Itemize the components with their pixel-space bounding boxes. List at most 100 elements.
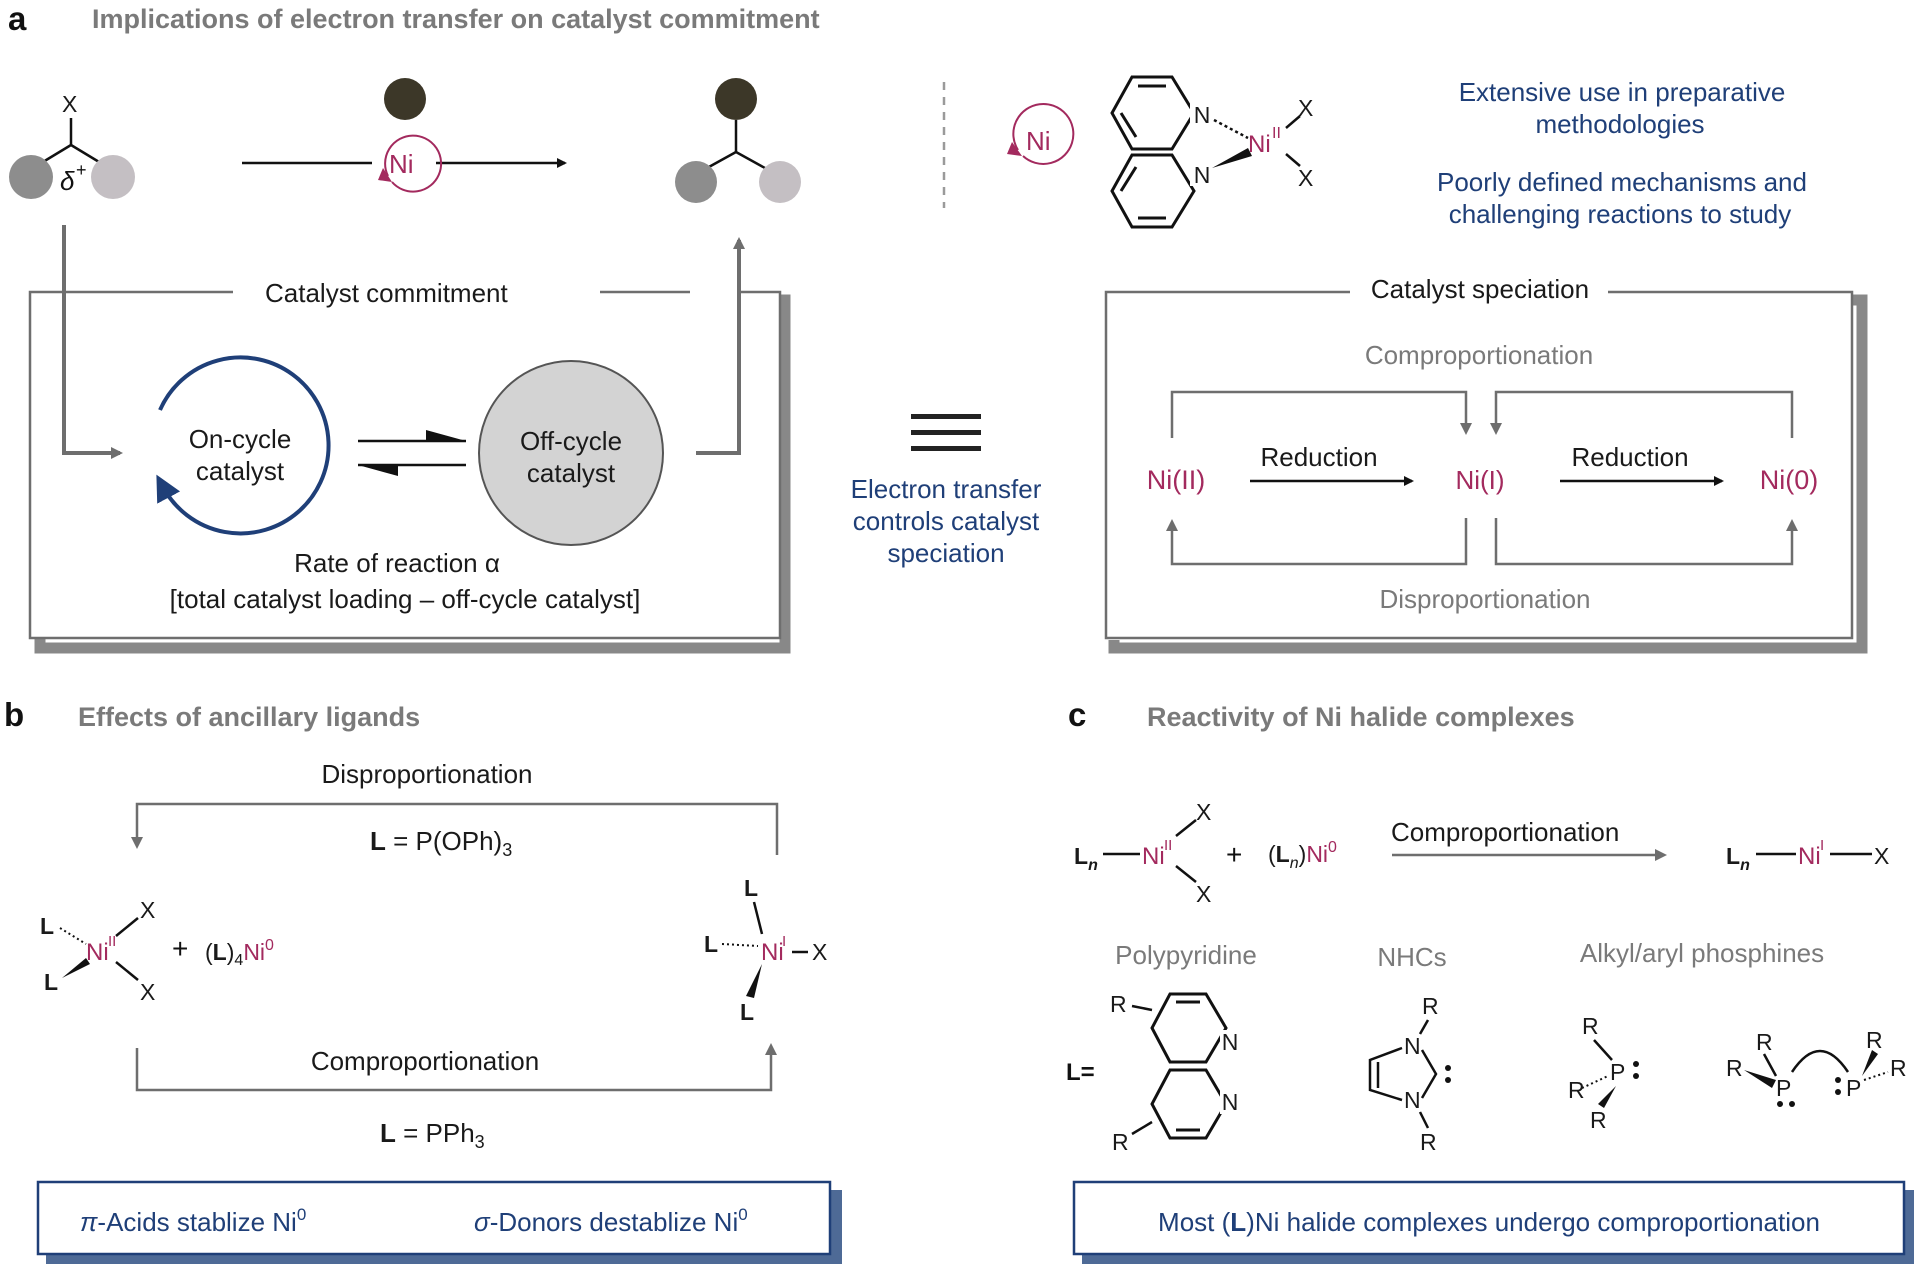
panel-b-title: Effects of ancillary ligands — [78, 702, 420, 732]
equivalence-symbol — [911, 414, 981, 451]
ln-ni0-label: (Ln)Ni0 — [1268, 839, 1337, 872]
complex-ni-label: Ni — [1248, 131, 1271, 158]
n-label: N — [1404, 1033, 1421, 1059]
panel-c: c Reactivity of Ni halide complexes Ln N… — [1066, 696, 1914, 1264]
flow-arrow-out — [696, 237, 745, 455]
l-label: L — [40, 913, 54, 939]
ni-redox-icon: Ni — [1007, 102, 1075, 165]
panel-c-title: Reactivity of Ni halide complexes — [1147, 702, 1575, 732]
comproportionation-summary: Most (L)Ni halide complexes undergo comp… — [1158, 1207, 1820, 1237]
x-label: X — [140, 897, 155, 923]
ligand-top-line: L = P(OPh)3 — [370, 826, 512, 860]
on-cycle-catalyst: On-cycle catalyst — [156, 355, 331, 536]
ni-label: Ni — [1798, 843, 1821, 870]
l-label: L — [44, 969, 58, 995]
pi-acids-text: π-Acids stablize Ni0 — [80, 1205, 306, 1237]
r-label: R — [1420, 1129, 1437, 1155]
comproportionation-arrow — [135, 1043, 777, 1092]
rate-line-1: Rate of reaction α — [294, 548, 500, 578]
monophosphine-ligand: R P R R — [1568, 1013, 1639, 1133]
complex-n-top: N — [1194, 102, 1211, 128]
complex-x-bottom: X — [1298, 165, 1313, 191]
ni-label: Ni — [86, 939, 109, 966]
p-label: P — [1610, 1059, 1625, 1085]
n-label: N — [1404, 1087, 1421, 1113]
complex-x-top: X — [1298, 95, 1313, 121]
r-label: R — [1110, 991, 1127, 1017]
polypyridine-label: Polypyridine — [1115, 940, 1257, 970]
on-cycle-label-2: catalyst — [196, 456, 285, 486]
sigma-donors-text: σ-Donors destablize Ni0 — [474, 1205, 748, 1237]
speciation-title: Catalyst speciation — [1371, 274, 1589, 304]
r-label: R — [1582, 1013, 1599, 1039]
nickel-ii-complex: L L Ni II X X — [40, 897, 155, 1005]
comproportionation-label: Comproportionation — [1365, 340, 1593, 370]
ni-i-halide-product: Ln Ni I X — [1726, 837, 1889, 874]
r-label: R — [1726, 1055, 1743, 1081]
info-2b: challenging reactions to study — [1449, 199, 1792, 229]
panel-a-letter: a — [8, 0, 27, 37]
panel-b-letter: b — [4, 696, 24, 733]
delta-label: δ — [60, 166, 75, 196]
info-2a: Poorly defined mechanisms and — [1437, 167, 1807, 197]
r-label: R — [1112, 1129, 1129, 1155]
r-label: R — [1590, 1107, 1607, 1133]
ni0-label: Ni(0) — [1760, 465, 1819, 495]
ni2-label: Ni(II) — [1147, 465, 1205, 495]
ln-label: Ln — [1726, 843, 1750, 874]
et-line-1: Electron transfer — [851, 474, 1042, 504]
bipy-nickel-complex: N N Ni II X X — [1110, 75, 1313, 229]
ni1-label: Ni(I) — [1455, 465, 1504, 495]
panel-c-summary-box: Most (L)Ni halide complexes undergo comp… — [1072, 1180, 1914, 1264]
ni-ii-halide-reactant: Ln Ni II X X — [1074, 799, 1211, 907]
panel-b-summary-box: π-Acids stablize Ni0 σ-Donors destablize… — [36, 1180, 842, 1264]
r-label: R — [1890, 1055, 1907, 1081]
nickel-i-complex: L L Ni I X L — [704, 875, 827, 1025]
l-label: L — [704, 931, 718, 957]
plus-sign: + — [172, 933, 188, 964]
panel-a-title: Implications of electron transfer on cat… — [92, 4, 820, 34]
catalyst-speciation-box: Catalyst speciation Comproportionation D… — [1104, 274, 1868, 654]
disproportionation-arrow — [131, 802, 779, 855]
delta-charge: + — [76, 160, 87, 180]
ni-label: Ni — [1142, 843, 1165, 870]
rate-line-2: [total catalyst loading – off-cycle cata… — [170, 584, 641, 614]
ni-ox-label: II — [108, 933, 116, 950]
comproportionation-label-b: Comproportionation — [311, 1046, 539, 1076]
complex-n-bottom: N — [1194, 162, 1211, 188]
reduction-label-1: Reduction — [1260, 442, 1377, 472]
ni-ox-label: I — [1820, 837, 1824, 854]
l-label: L — [740, 999, 754, 1025]
et-line-3: speciation — [887, 538, 1004, 568]
info-1a: Extensive use in preparative — [1459, 77, 1786, 107]
product-structure — [675, 78, 801, 203]
x-label: X — [140, 979, 155, 1005]
reduction-label-2: Reduction — [1571, 442, 1688, 472]
phosphines-label: Alkyl/aryl phosphines — [1580, 938, 1824, 968]
disproportionation-label: Disproportionation — [1379, 584, 1590, 614]
r-label: R — [1866, 1027, 1883, 1053]
ln-label: Ln — [1074, 843, 1098, 874]
substrate-structure: X δ + — [9, 91, 135, 199]
panel-c-letter: c — [1068, 696, 1086, 733]
ni-ox-label: I — [782, 933, 786, 950]
x-label: X — [1196, 881, 1211, 907]
panel-a: a Implications of electron transfer on c… — [8, 0, 1868, 654]
r-label: R — [1422, 993, 1439, 1019]
comproportionation-label-c: Comproportionation — [1391, 817, 1619, 847]
substrate-left-sphere — [9, 155, 53, 199]
x-label: X — [1874, 843, 1889, 869]
l-equals-label: L= — [1066, 1059, 1095, 1086]
panel-b: b Effects of ancillary ligands Dispropor… — [4, 696, 842, 1264]
substrate-x-label: X — [62, 91, 77, 117]
l4-ni0-label: (L)4Ni0 — [205, 937, 274, 969]
x-label: X — [1196, 799, 1211, 825]
nhc-ligand: R N N R — [1368, 993, 1451, 1155]
disproportionation-label-b: Disproportionation — [321, 759, 532, 789]
coupling-partner-sphere — [384, 78, 426, 120]
equilibrium-arrows — [358, 430, 466, 476]
ni-circle-label: Ni — [1026, 126, 1051, 156]
ni-ox-label: II — [1164, 837, 1172, 854]
n-label: N — [1222, 1029, 1239, 1055]
